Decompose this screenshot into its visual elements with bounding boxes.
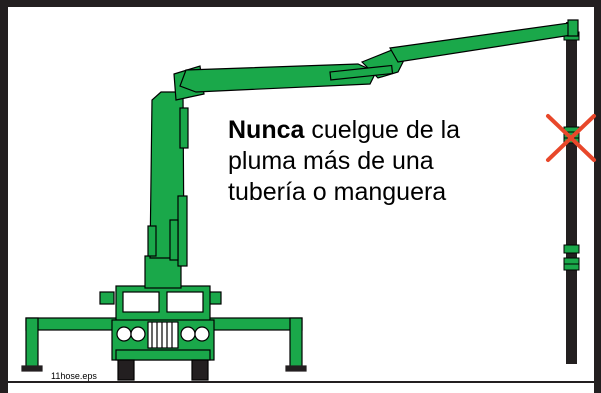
- warning-line-3: tubería o manguera: [228, 178, 447, 206]
- horizontal-boom: [179, 19, 579, 93]
- warning-line-1-rest: cuelgue de la: [304, 116, 461, 144]
- hanging-pipe: [563, 22, 580, 364]
- warning-message: Nunca cuelgue de la pluma más de una tub…: [228, 115, 548, 208]
- vertical-boom: [144, 65, 205, 289]
- file-name-label: 11hose.eps: [51, 371, 97, 381]
- warning-emphasis: Nunca: [228, 116, 305, 144]
- warning-line-2: pluma más de una: [228, 147, 434, 175]
- truck-body: [111, 285, 215, 381]
- warning-line-1: Nunca cuelgue de la: [228, 115, 548, 146]
- outriggers: [21, 291, 307, 372]
- x-cross-icon: [546, 114, 596, 162]
